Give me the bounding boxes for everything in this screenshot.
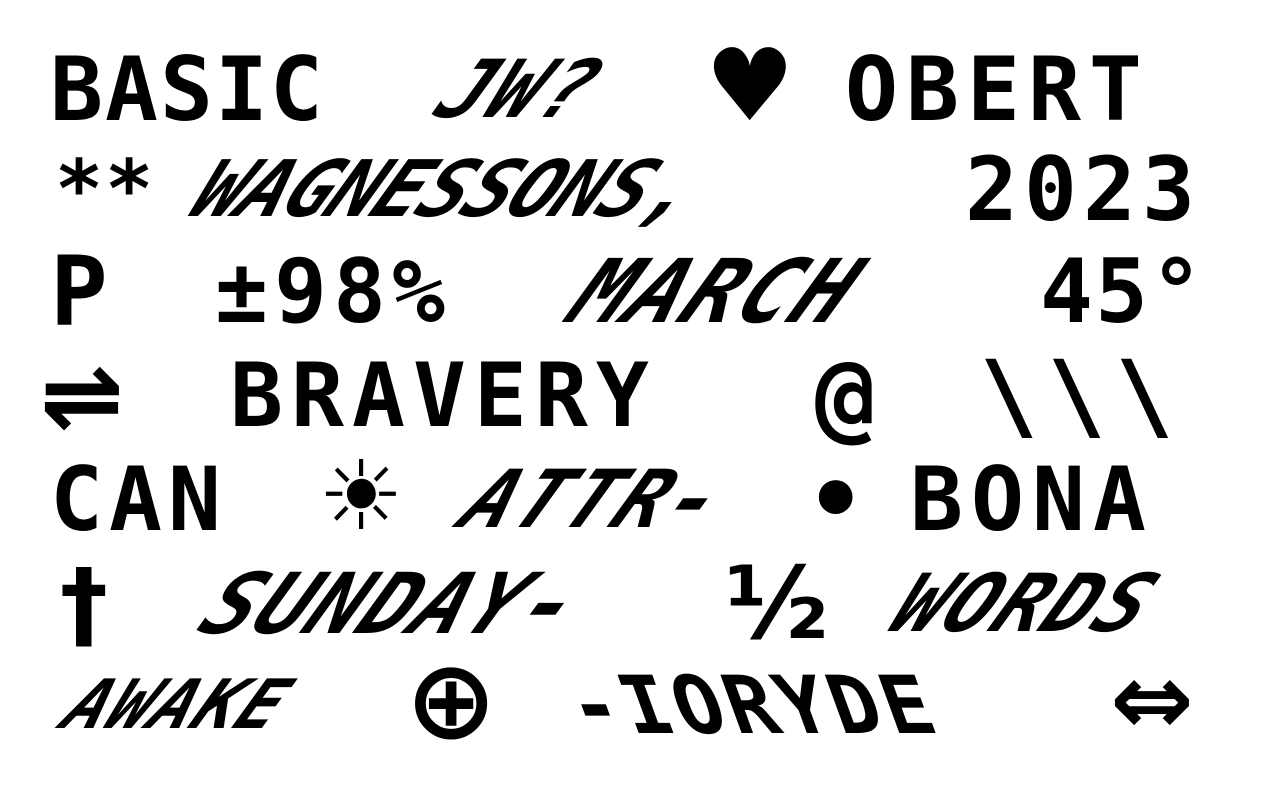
letter-p: P (50, 236, 110, 348)
word-march: MARCH (552, 240, 883, 343)
word-words: WORDS (875, 557, 1176, 650)
word-obert: OBERT (845, 38, 1150, 141)
word-can: CAN (50, 448, 227, 551)
one-half: ½ (725, 545, 831, 662)
heart-icon: ♥ (705, 27, 797, 144)
glyphs-jw: JW? (420, 43, 621, 136)
backslashes: \\\ (980, 340, 1184, 452)
at-sign: @ (815, 337, 878, 454)
word-ioryde: -IORYDE (552, 659, 952, 752)
bullet: • (805, 444, 869, 556)
percent-98: ±98% (215, 240, 451, 343)
word-awake: AWAKE (49, 666, 306, 745)
dagger: † (60, 548, 110, 660)
word-attr: ATTR- (445, 453, 746, 546)
double-arrow-icon: ⇔ (1110, 641, 1196, 758)
circle-plus-icon: ⊕ (405, 636, 500, 764)
word-bona: BONA (910, 448, 1154, 551)
arrows-icon: ⇌ (40, 337, 126, 454)
word-sunday: SUNDAY- (183, 555, 605, 653)
word-wagnessons: WAGNESSONS, (176, 145, 719, 235)
degrees-45: 45° (1040, 240, 1205, 343)
word-bravery: BRAVERY (230, 344, 657, 447)
asterisks: ** (55, 143, 156, 236)
sun-icon: ☀ (318, 440, 407, 552)
year-2023: 2023 (965, 138, 1201, 241)
word-basic: BASIC (50, 38, 325, 141)
